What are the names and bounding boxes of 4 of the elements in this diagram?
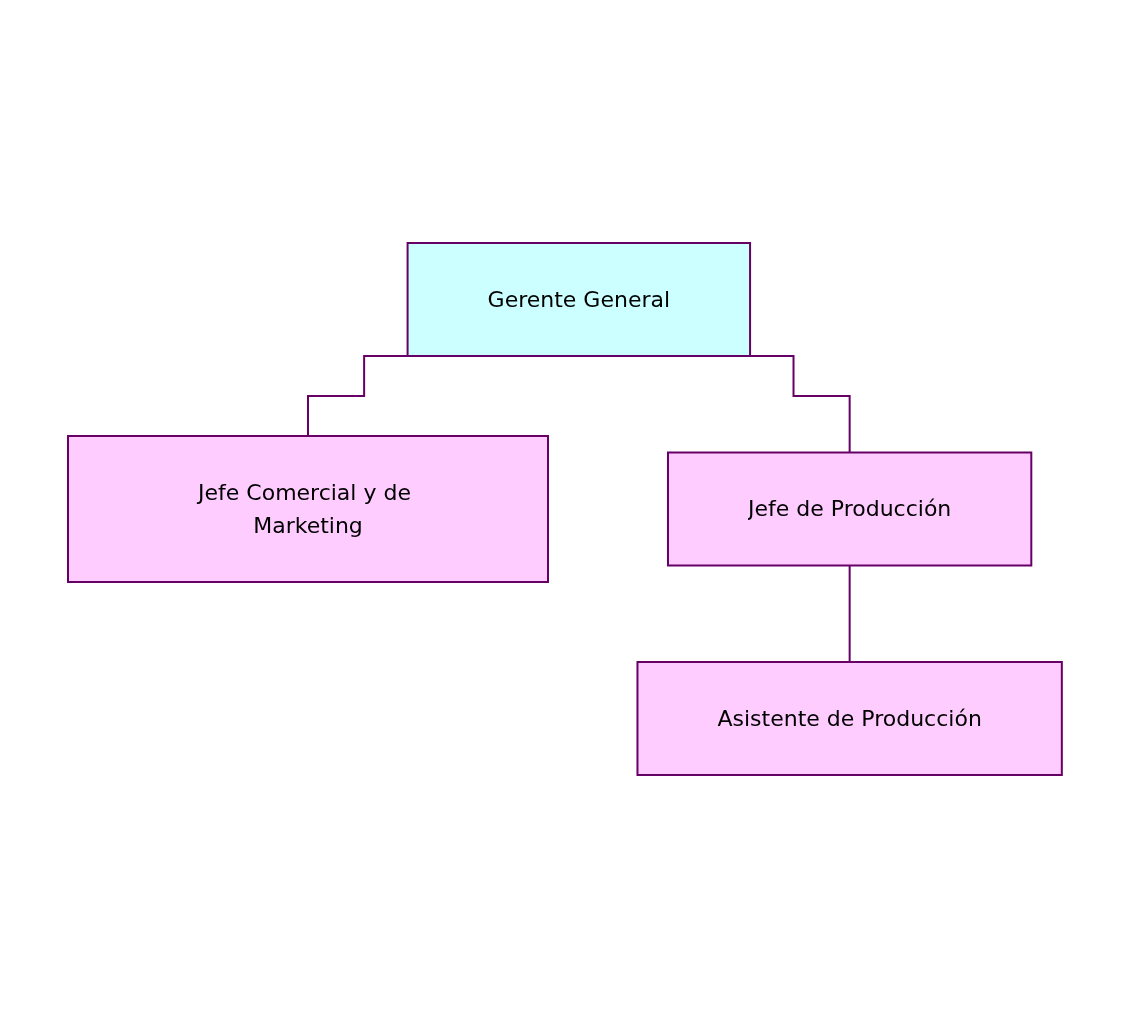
node-box: Asistente de Producción — [636, 661, 1063, 776]
node-box: Gerente General — [406, 242, 752, 357]
connector — [848, 564, 851, 663]
node-box: Jefe Comercial y de Marketing — [67, 435, 550, 583]
